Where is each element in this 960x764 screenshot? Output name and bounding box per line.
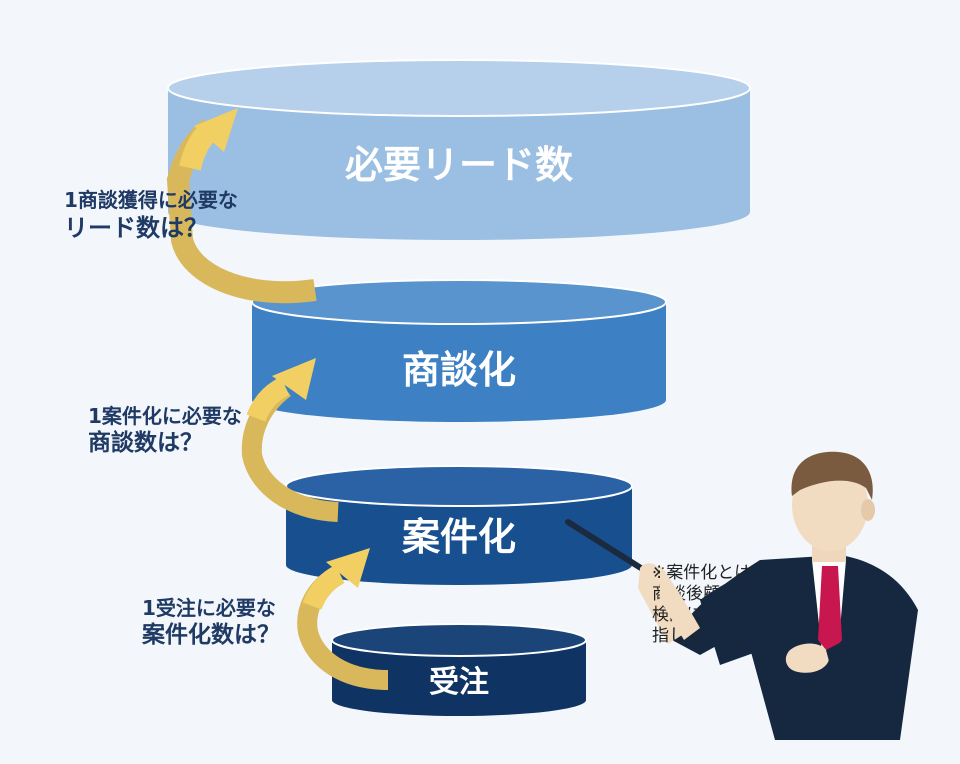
question-meetings-line1: 1案件化に必要な: [88, 404, 242, 428]
question-leads: 1商談獲得に必要な リード数は？: [64, 188, 238, 243]
deal-definition-note: ※案件化とは 商談後顧客の 検討に入っ 指して: [652, 563, 754, 647]
question-meetings: 1案件化に必要な 商談数は？: [88, 404, 242, 458]
curved-arrow-3: [297, 548, 389, 690]
question-leads-line1: 1商談獲得に必要な: [64, 188, 238, 212]
tier-label-orders: 受注: [429, 665, 489, 700]
question-leads-line2: リード数は？: [64, 214, 208, 242]
funnel-tier-meetings: 商談化: [251, 279, 667, 422]
note-line4: 指して: [652, 626, 703, 646]
question-deals: 1受注に必要な 案件化数は？: [142, 596, 280, 650]
question-deals-line2: 案件化数は？: [142, 622, 280, 648]
question-meetings-line2: 商談数は？: [88, 430, 203, 456]
curved-arrow-1: [166, 108, 317, 304]
question-deals-line1: 1受注に必要な: [142, 596, 276, 620]
tier-label-meetings: 商談化: [402, 348, 516, 392]
tier-label-leads: 必要リード数: [345, 143, 573, 187]
note-line2: 商談後顧客の: [652, 584, 754, 604]
funnel-tier-leads: 必要リード数: [167, 59, 751, 240]
funnel-tier-orders: 受注: [331, 623, 587, 716]
tier-label-deals: 案件化: [402, 515, 516, 559]
note-line3: 検討に入っ: [652, 605, 737, 625]
funnel-tier-deals: 案件化: [285, 465, 633, 585]
note-line1: ※案件化とは: [652, 563, 752, 583]
curved-arrow-2: [241, 358, 339, 522]
